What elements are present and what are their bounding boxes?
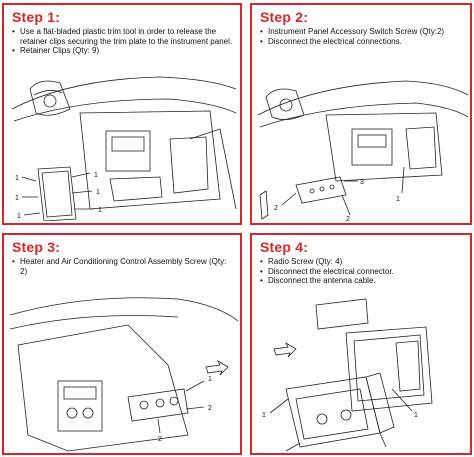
step-3-panel: Step 3: Heater and Air Conditioning Cont…: [2, 233, 242, 455]
step-3-item: Heater and Air Conditioning Control Asse…: [12, 257, 234, 276]
step-2-illustration: 1 2 2 3: [256, 55, 470, 223]
callout-label: 2: [208, 405, 212, 412]
callout-label: 1: [262, 412, 266, 419]
callout-label: 1: [98, 207, 102, 214]
step-1-panel: Step 1: Use a flat-bladed plastic trim t…: [2, 3, 242, 225]
callout-label: 1: [17, 213, 21, 220]
callout-label: 1: [414, 412, 418, 419]
callout-label: 1: [94, 172, 98, 179]
callout-label: 2: [158, 436, 162, 443]
step-1-item: Retainer Clips (Qty: 9): [12, 46, 234, 56]
step-4-item: Radio Screw (Qty: 4): [260, 257, 464, 267]
step-2-item: Instrument Panel Accessory Switch Screw …: [260, 27, 464, 37]
step-1-instructions: Use a flat-bladed plastic trim tool in o…: [12, 27, 234, 56]
callout-label: 1: [15, 175, 19, 182]
callout-label: 1: [396, 196, 400, 203]
step-4-illustration: 1 1: [256, 293, 470, 453]
callout-label: 2: [274, 205, 278, 212]
step-4-instructions: Radio Screw (Qty: 4) Disconnect the elec…: [260, 257, 464, 286]
step-1-illustration: 1 1 1 1 1 1: [10, 69, 238, 221]
step-3-illustration: 1 2 2: [8, 285, 240, 453]
step-1-item: Use a flat-bladed plastic trim tool in o…: [12, 27, 234, 46]
step-4-item: Disconnect the antenna cable.: [260, 276, 464, 286]
step-1-title: Step 1:: [12, 9, 61, 25]
callout-label: 2: [346, 216, 350, 223]
step-4-panel: Step 4: Radio Screw (Qty: 4) Disconnect …: [250, 233, 472, 455]
callout-label: 1: [208, 376, 212, 383]
step-2-instructions: Instrument Panel Accessory Switch Screw …: [260, 27, 464, 46]
step-2-title: Step 2:: [260, 9, 309, 25]
step-3-title: Step 3:: [12, 239, 61, 255]
step-3-instructions: Heater and Air Conditioning Control Asse…: [12, 257, 234, 276]
callout-label: 3: [360, 179, 364, 186]
step-4-item: Disconnect the electrical connector.: [260, 267, 464, 277]
step-4-title: Step 4:: [260, 239, 309, 255]
callout-label: 1: [15, 195, 19, 202]
step-2-item: Disconnect the electrical connections.: [260, 37, 464, 47]
callout-label: 1: [96, 189, 100, 196]
step-2-panel: Step 2: Instrument Panel Accessory Switc…: [250, 3, 472, 225]
